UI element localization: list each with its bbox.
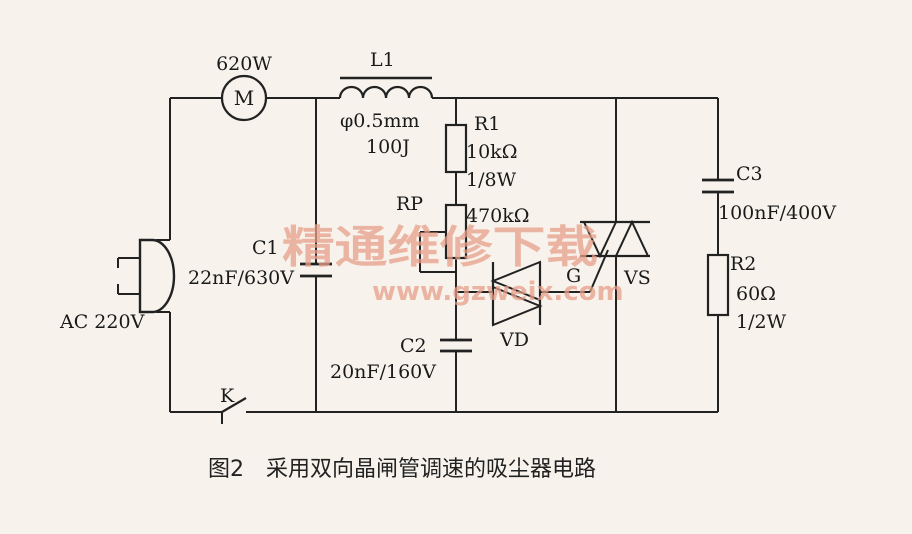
capacitor-c1 — [300, 262, 332, 278]
c1-value-label: 22nF/630V — [188, 267, 294, 289]
watermark-text-url: www.gzweix.com — [372, 277, 624, 307]
inductor-wire-label: φ0.5mm — [340, 110, 420, 132]
c3-name-label: C3 — [736, 163, 763, 185]
ac-plug — [117, 238, 176, 314]
plug-label: AC 220V — [59, 311, 145, 333]
c1-name-label: C1 — [252, 237, 279, 259]
switch-label: K — [220, 385, 235, 407]
r1-value-label: 10kΩ — [466, 141, 517, 163]
c2-value-label: 20nF/160V — [330, 361, 436, 383]
capacitor-c3 — [702, 178, 734, 194]
triac-gate-label: G — [566, 265, 581, 287]
rp-value-label: 470kΩ — [466, 205, 530, 227]
r1-power-label: 1/8W — [466, 169, 517, 191]
watermark-text-cn: 精通维修下载 — [282, 222, 598, 273]
r2-value-label: 60Ω — [736, 283, 776, 305]
r2-power-label: 1/2W — [736, 311, 787, 333]
diac-vd — [490, 260, 543, 327]
r1-name-label: R1 — [474, 113, 500, 135]
inductor-l1 — [338, 76, 434, 99]
figure-caption: 图2 采用双向晶闸管调速的吸尘器电路 — [208, 457, 596, 482]
triac-vs — [580, 219, 650, 259]
capacitor-c2 — [440, 338, 472, 353]
switch-k — [221, 397, 247, 424]
diac-name-label: VD — [499, 329, 529, 351]
triac-name-label: VS — [623, 267, 651, 289]
resistor-r1 — [444, 123, 468, 174]
r2-name-label: R2 — [730, 253, 756, 275]
motor: M — [220, 74, 268, 122]
inductor-name-label: L1 — [370, 49, 395, 71]
c2-name-label: C2 — [400, 335, 427, 357]
c3-value-label: 100nF/400V — [718, 202, 836, 224]
inductor-turns-label: 100J — [366, 136, 410, 158]
motor-symbol: M — [234, 86, 254, 110]
resistor-r2 — [706, 253, 730, 317]
rp-name-label: RP — [396, 193, 423, 215]
potentiometer-rp — [444, 203, 468, 260]
motor-rating-label: 620W — [216, 53, 272, 75]
